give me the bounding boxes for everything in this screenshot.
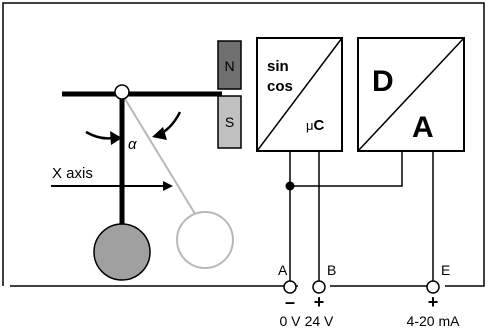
terminal-connector — [283, 280, 297, 294]
da-converter-block — [357, 37, 465, 152]
terminal-e: E+4-20 mA — [407, 262, 461, 329]
terminal-polarity: – — [285, 292, 295, 312]
terminal-connector — [426, 280, 440, 294]
angle-arrow-right — [152, 111, 182, 140]
x-axis-label: X axis — [52, 165, 93, 182]
terminal-value: 24 V — [305, 313, 334, 329]
junction-dot — [285, 181, 295, 191]
deflected-pendulum-weight — [176, 211, 234, 269]
digital-label: D — [372, 65, 394, 98]
terminal-a: A –0 V — [278, 262, 301, 329]
magnet-south-label: S — [225, 114, 234, 130]
magnet-south-pole — [217, 95, 242, 149]
x-axis-arrow — [51, 181, 173, 191]
sensor-converter-block — [256, 37, 343, 152]
magnet-north-pole — [217, 40, 242, 90]
angle-label: α — [128, 136, 137, 153]
wiring — [289, 151, 434, 281]
sensor-sin-label: sin — [267, 58, 289, 75]
terminal-polarity: + — [428, 292, 439, 312]
angle-arrow-left — [85, 130, 122, 145]
terminal-letter: A — [278, 262, 288, 278]
deflected-arm — [121, 93, 201, 223]
pendulum-weight — [93, 223, 151, 281]
sensor-cos-label: cos — [267, 78, 293, 95]
terminal-connector — [312, 280, 326, 294]
microcontroller-label: μC — [306, 117, 325, 134]
terminal-value: 4-20 mA — [407, 313, 461, 329]
terminal-b: B+24 V — [305, 262, 337, 329]
magnet-north-label: N — [224, 58, 234, 74]
terminal-letter: E — [441, 262, 450, 278]
terminal-letter: B — [327, 262, 336, 278]
terminal-value: 0 V — [279, 313, 301, 329]
housing-frame — [2, 2, 485, 287]
pivot — [114, 84, 130, 100]
analog-label: A — [412, 111, 434, 144]
terminals: A–0 VB+24 VE+4-20 mA — [278, 262, 460, 329]
terminal-polarity: + — [314, 292, 325, 312]
